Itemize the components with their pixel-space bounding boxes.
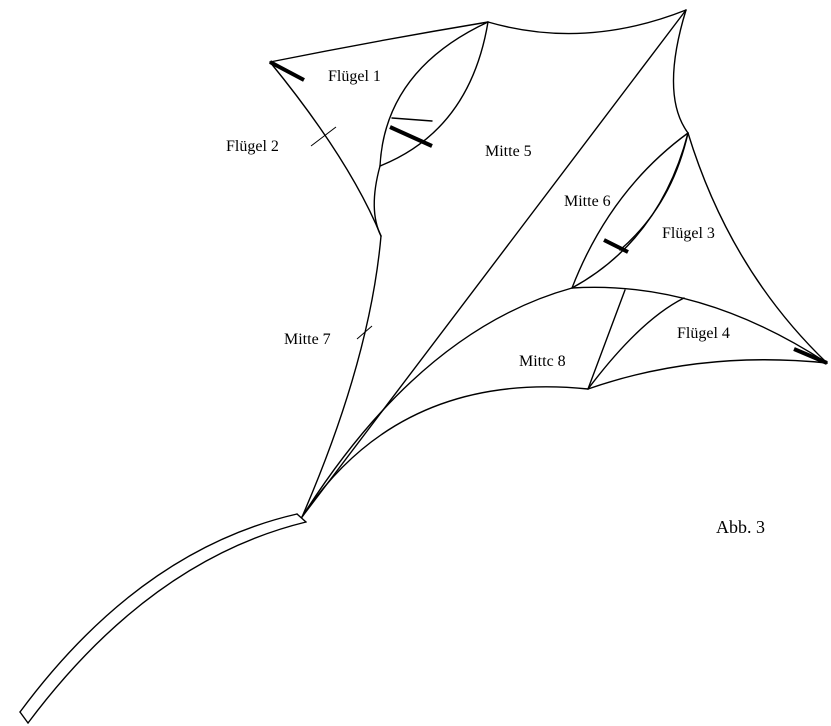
wing1-inner-curve	[379, 21, 489, 167]
wing1-reinforcement	[389, 125, 433, 148]
tail-end	[19, 711, 29, 724]
label-mitte-7: Mitte 7	[284, 331, 331, 348]
wing4-strut	[587, 289, 626, 390]
wing3-pocket-outer	[571, 132, 689, 289]
label-mitte-8: Mittc 8	[519, 353, 566, 370]
wing6-reinforcement	[603, 238, 629, 254]
wing3-pocket-inner	[571, 132, 689, 289]
figure-caption: Abb. 3	[716, 517, 765, 537]
label-mitte-5: Mitte 5	[485, 143, 532, 160]
bottom-right-edge	[587, 359, 828, 390]
tail-bottom	[27, 521, 307, 724]
label-fluegel-1: Flügel 1	[328, 68, 381, 85]
fluegel2-leader	[310, 126, 337, 147]
kite-outline	[19, 9, 828, 724]
top-edge-left	[269, 21, 489, 63]
wing3-lower-edge	[571, 286, 828, 364]
wing1-lower-line	[391, 117, 433, 122]
left-wing-inner-curve	[373, 165, 382, 237]
right-edge-upper	[672, 9, 689, 134]
left-tip-reinforcement	[269, 60, 305, 82]
wing1-inner-curve-2	[379, 21, 489, 167]
label-fluegel-3: Flügel 3	[662, 225, 715, 242]
top-edge-right	[487, 9, 687, 35]
left-body-edge	[301, 235, 382, 518]
tail-start	[296, 513, 307, 523]
wing4-pocket-curve	[587, 297, 685, 390]
label-mitte-6: Mitte 6	[564, 193, 611, 210]
tail-top	[19, 513, 298, 713]
wing3-pocket-inner-2	[619, 132, 689, 251]
label-fluegel-4: Flügel 4	[677, 325, 730, 342]
right-edge-lower	[687, 132, 828, 364]
right-tip-reinforcement	[793, 347, 828, 365]
main-spine	[301, 9, 687, 518]
mitte6-inner-curve	[301, 287, 573, 518]
label-fluegel-2: Flügel 2	[226, 138, 279, 155]
left-wing-outer	[269, 61, 382, 237]
mitte7-leader	[356, 325, 373, 340]
